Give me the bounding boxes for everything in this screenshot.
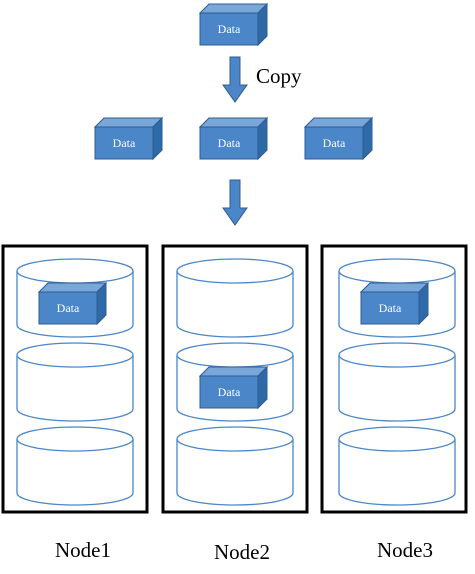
source-data-box: Data	[199, 3, 268, 46]
node-2-disk-3	[176, 426, 294, 506]
node-2-border	[161, 244, 309, 514]
copy-arrow	[222, 56, 248, 103]
node-1: Data	[1, 244, 149, 514]
node-2: Data	[161, 244, 309, 514]
node-2-label: Node2	[214, 540, 270, 564]
node-3-label: Node3	[377, 538, 433, 562]
node-1-border	[1, 244, 149, 514]
node-1-disk-3	[16, 426, 134, 506]
replica-data-box-3: Data	[304, 117, 373, 160]
copy-label: Copy	[256, 64, 302, 88]
node-3-disk-2	[338, 342, 456, 422]
replica-data-label: Data	[113, 136, 136, 150]
node-3-data-label: Data	[379, 301, 402, 315]
replica-data-box-1: Data	[94, 117, 163, 160]
replica-data-label: Data	[323, 136, 346, 150]
distribute-arrow	[222, 179, 248, 226]
node-3: Data	[320, 244, 468, 514]
node-2-data-label: Data	[218, 385, 241, 399]
node-1-data-label: Data	[57, 301, 80, 315]
node-1-disk-2	[16, 342, 134, 422]
replica-data-label: Data	[218, 136, 241, 150]
source-data-label: Data	[218, 22, 241, 36]
node-3-data-box: Data	[360, 282, 429, 325]
node-2-data-box: Data	[199, 366, 268, 409]
node-3-disk-3	[338, 426, 456, 506]
node-2-disk-1	[176, 258, 294, 338]
node-1-label: Node1	[55, 538, 111, 562]
replica-data-box-2: Data	[199, 117, 268, 160]
node-3-border	[320, 244, 468, 514]
node-1-data-box: Data	[38, 282, 107, 325]
